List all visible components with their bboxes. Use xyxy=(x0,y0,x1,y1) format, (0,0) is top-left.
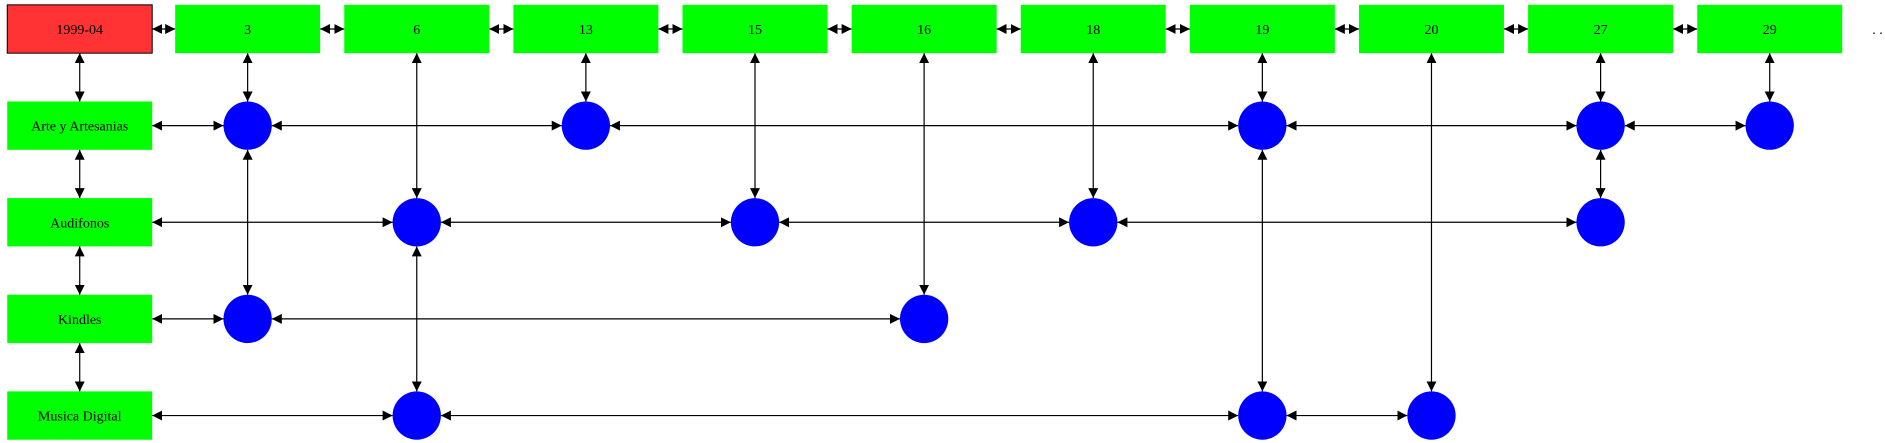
column-label: 27 xyxy=(1594,23,1608,38)
column-header-15: 15 xyxy=(682,4,828,54)
row-labels: Arte y ArtesaniasAudifonosKindlesMusica … xyxy=(7,101,153,440)
column-box xyxy=(513,4,659,54)
column-header-19: 19 xyxy=(1189,4,1335,54)
column-box xyxy=(344,4,490,54)
row-label-text: Musica Digital xyxy=(38,410,122,425)
column-header-20: 20 xyxy=(1359,4,1504,54)
column-box xyxy=(1359,4,1504,54)
column-box xyxy=(851,4,997,54)
data-node xyxy=(1745,101,1794,150)
column-label: 20 xyxy=(1424,23,1438,38)
column-header-29: 29 xyxy=(1697,4,1843,54)
data-nodes xyxy=(223,101,1794,440)
column-label: 6 xyxy=(413,23,420,38)
column-headers: 3 6 13 15 16 18 19 20 27 29 xyxy=(175,4,1843,54)
data-node xyxy=(1576,101,1625,150)
row-label-text: Kindles xyxy=(58,313,102,328)
column-header-18: 18 xyxy=(1020,4,1166,54)
column-header-6: 6 xyxy=(344,4,490,54)
column-label: 29 xyxy=(1763,23,1777,38)
row-label-2: Kindles xyxy=(7,294,153,344)
column-label: 18 xyxy=(1086,23,1100,38)
column-box xyxy=(1528,4,1674,54)
row-label-3: Musica Digital xyxy=(7,391,153,440)
data-node xyxy=(1576,198,1625,247)
data-node xyxy=(392,198,441,247)
column-box xyxy=(175,4,321,54)
row-label-text: Audifonos xyxy=(50,216,109,231)
row-box xyxy=(7,101,153,150)
column-header-27: 27 xyxy=(1528,4,1674,54)
root-box xyxy=(6,4,153,54)
column-label: 19 xyxy=(1255,23,1269,38)
column-header-16: 16 xyxy=(851,4,997,54)
root-node: 1999-04 xyxy=(6,4,153,54)
row-box xyxy=(7,198,153,247)
column-label: 15 xyxy=(748,23,762,38)
data-node xyxy=(561,101,611,150)
edges-layer xyxy=(74,23,1775,421)
data-node xyxy=(1069,198,1118,247)
row-box xyxy=(7,391,153,440)
row-label-0: Arte y Artesanias xyxy=(7,101,153,150)
trailing-ellipsis: . . xyxy=(1872,23,1883,38)
column-box xyxy=(1020,4,1166,54)
column-box xyxy=(682,4,828,54)
data-node xyxy=(1238,101,1287,150)
data-node xyxy=(899,294,949,344)
data-node xyxy=(1407,391,1456,440)
column-label: 13 xyxy=(579,23,593,38)
row-box xyxy=(7,294,153,344)
data-node xyxy=(730,198,780,247)
column-box xyxy=(1189,4,1335,54)
data-node xyxy=(223,101,272,150)
data-node xyxy=(1238,391,1287,440)
column-label: 3 xyxy=(244,23,251,38)
column-label: 16 xyxy=(917,23,931,38)
boxes-layer: 1999-04 xyxy=(6,4,153,54)
column-header-3: 3 xyxy=(175,4,321,54)
root-label: 1999-04 xyxy=(56,23,103,38)
column-box xyxy=(1697,4,1843,54)
column-header-13: 13 xyxy=(513,4,659,54)
row-label-1: Audifonos xyxy=(7,198,153,247)
data-node xyxy=(223,294,272,344)
row-label-text: Arte y Artesanias xyxy=(31,120,128,135)
data-node xyxy=(392,391,441,440)
